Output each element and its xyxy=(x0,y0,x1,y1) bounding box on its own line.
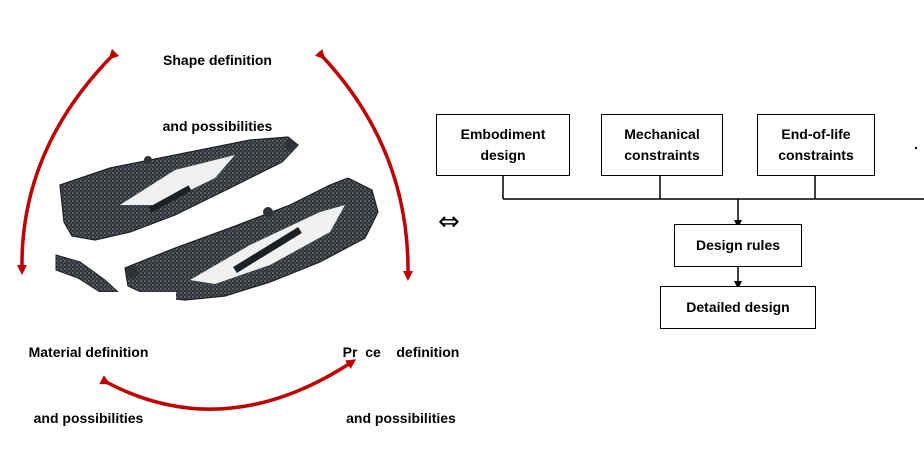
shape-label-line-2: and possibilities xyxy=(162,118,273,134)
material-label-line-2: and possibilities xyxy=(33,410,144,426)
process-definition-label: Pr ce definition and possibilities xyxy=(326,297,476,451)
end-of-life-line-2: constraints xyxy=(778,147,854,163)
shape-label-line-1: Shape definition xyxy=(163,52,272,68)
end-of-life-line-1: End-of-life xyxy=(781,126,851,142)
material-definition-label: Material definition and possibilities xyxy=(6,297,171,451)
diagram-canvas xyxy=(16,48,924,411)
process-label-line-2: and possibilities xyxy=(346,410,456,426)
design-rules-box: Design rules xyxy=(674,224,802,267)
trailing-mark: . xyxy=(914,136,918,152)
embodiment-design-box: Embodiment design xyxy=(436,114,570,176)
mechanical-constraints-box: Mechanical constraints xyxy=(601,114,723,176)
embodiment-line-2: design xyxy=(480,147,526,163)
end-of-life-constraints-box: End-of-life constraints xyxy=(757,114,875,176)
mechanical-line-1: Mechanical xyxy=(624,126,700,142)
detailed-design-label: Detailed design xyxy=(686,299,790,315)
design-rules-label: Design rules xyxy=(695,237,781,253)
shape-process-arrow xyxy=(314,48,414,281)
equivalence-symbol: ⇔ xyxy=(438,207,460,237)
shape-definition-label: Shape definition and possibilities xyxy=(150,5,285,159)
cycle-arrows xyxy=(16,48,414,411)
flowchart-connectors xyxy=(502,176,924,289)
material-process-arrow xyxy=(99,359,357,411)
mechanical-line-2: constraints xyxy=(624,147,700,163)
shape-material-arrow xyxy=(16,48,120,275)
process-label-line-1: Pr ce definition xyxy=(342,344,460,360)
detailed-design-box: Detailed design xyxy=(660,286,816,329)
embodiment-line-1: Embodiment xyxy=(460,126,546,142)
material-label-line-1: Material definition xyxy=(28,344,149,360)
